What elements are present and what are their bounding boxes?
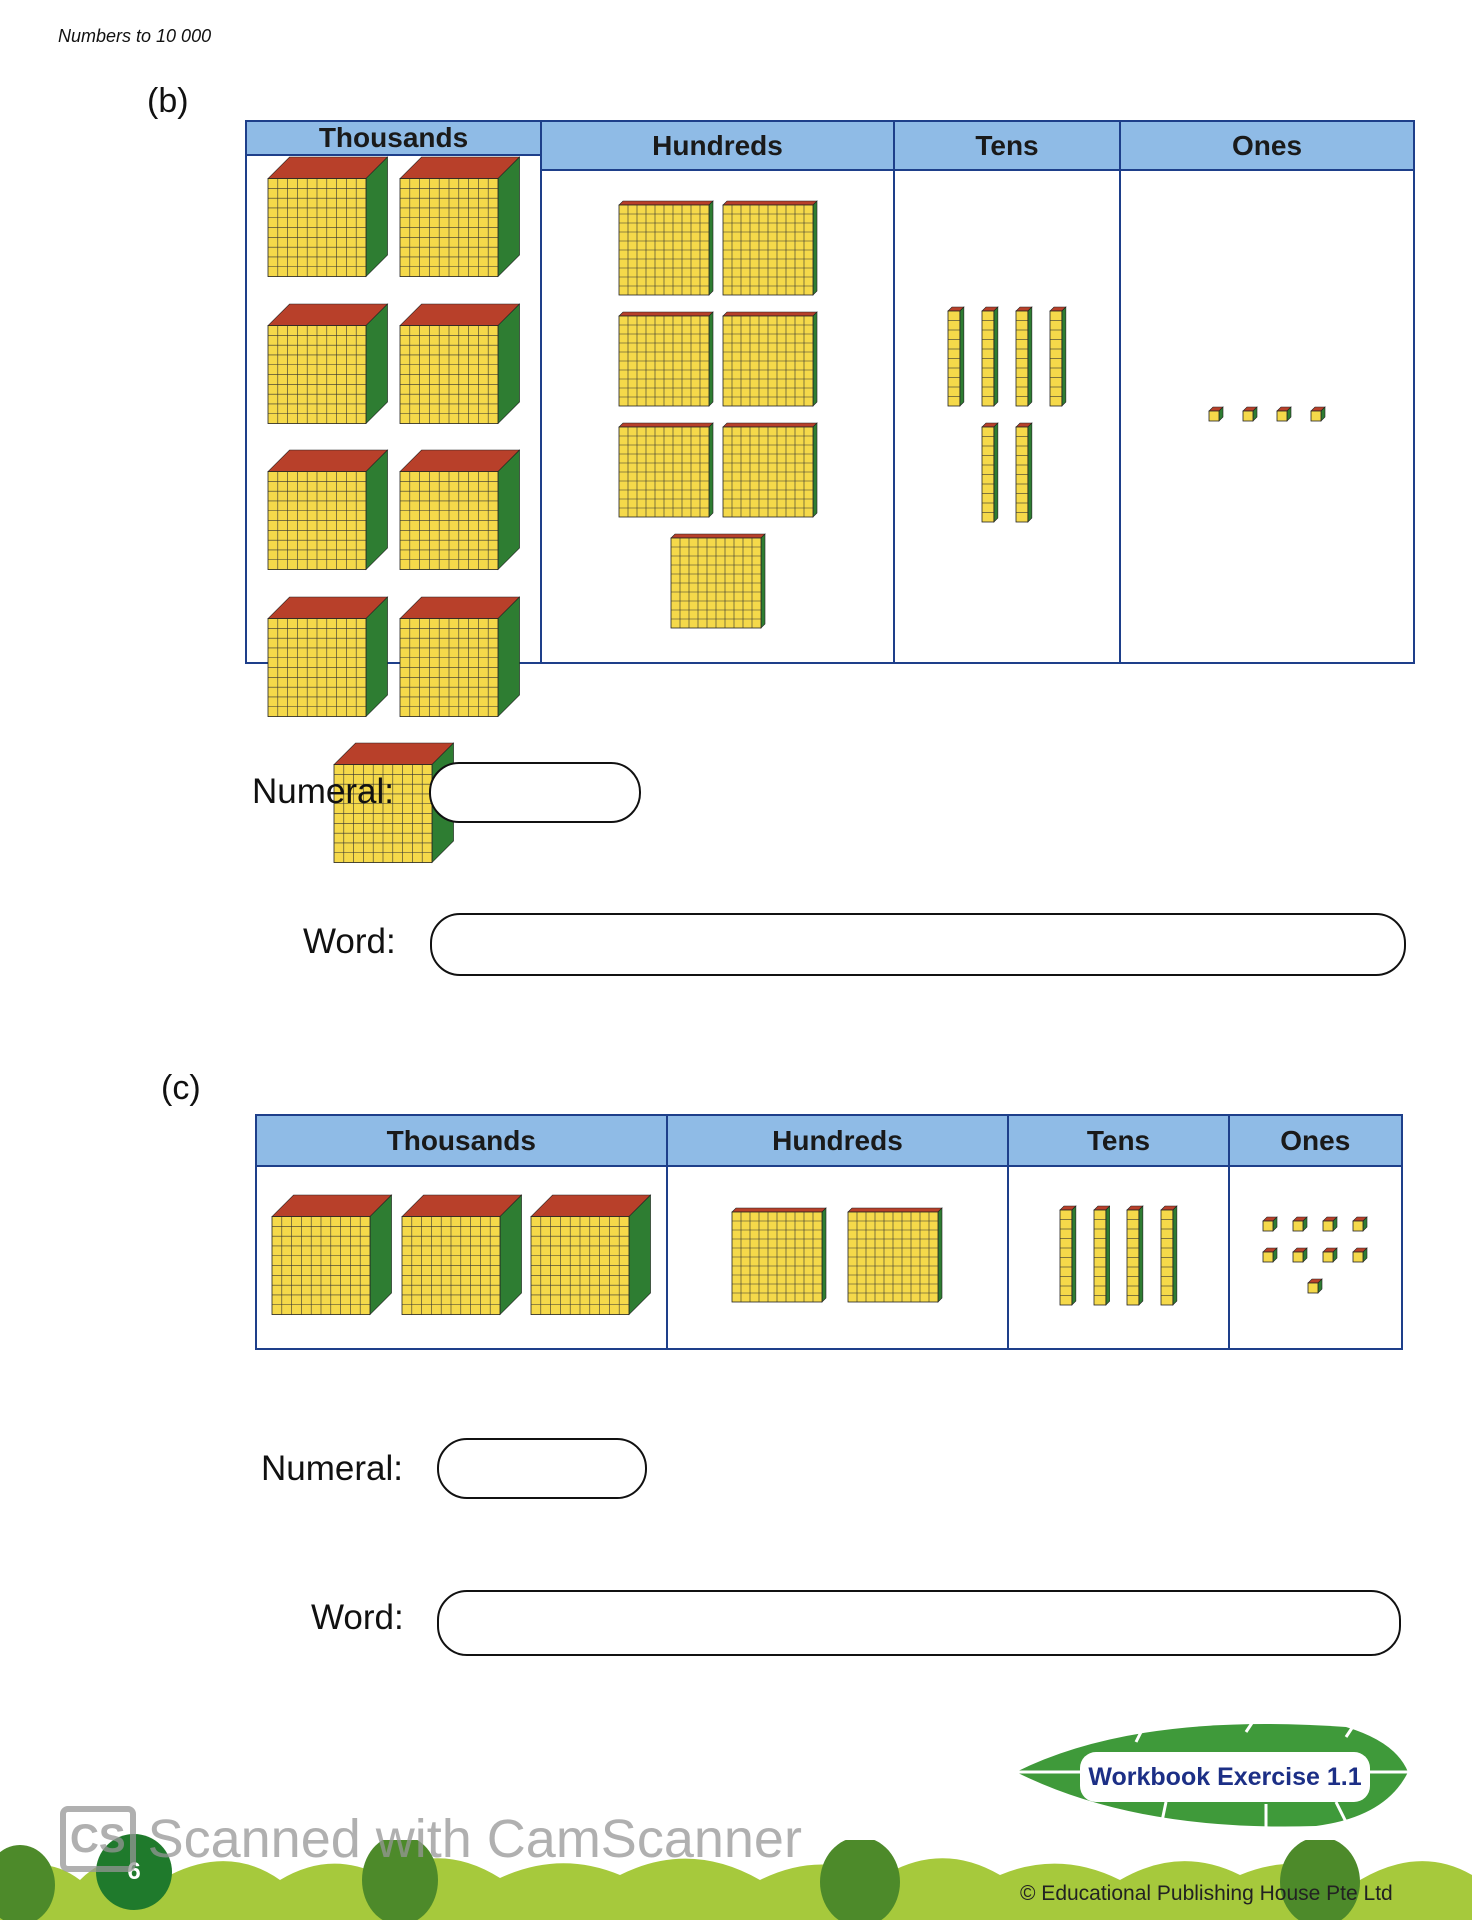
copyright: © Educational Publishing House Pte Ltd (1020, 1882, 1393, 1905)
numeral-input-b[interactable] (429, 762, 641, 823)
column-hundreds: Hundreds (667, 1116, 1010, 1348)
thousand-cube-icon (530, 1194, 652, 1321)
one-unit-icon (1242, 406, 1258, 427)
hundreds-blocks (542, 171, 893, 662)
one-unit-icon (1262, 1247, 1279, 1268)
word-input-b[interactable] (430, 913, 1406, 976)
column-header-ones: Ones (1229, 1116, 1401, 1167)
column-header-tens: Tens (895, 122, 1119, 171)
numeral-label-c: Numeral: (261, 1449, 403, 1488)
ones-blocks (1230, 1167, 1401, 1348)
exercise-c-label: (c) (161, 1069, 201, 1107)
chapter-title: Numbers to 10 000 (58, 26, 212, 46)
ten-rod-icon (981, 421, 999, 528)
thousand-cube-icon (267, 449, 389, 576)
thousand-cube-icon (398, 595, 521, 723)
hundred-flat-icon (617, 421, 714, 523)
ten-rod-icon (1160, 1204, 1178, 1311)
thousand-cube-icon (271, 1194, 393, 1321)
ten-rod-icon (1126, 1204, 1145, 1311)
one-unit-icon (1276, 406, 1292, 427)
column-header-thousands: Thousands (247, 122, 540, 156)
one-unit-icon (1292, 1247, 1309, 1268)
numeral-label-b: Numeral: (252, 772, 394, 811)
one-unit-icon (1208, 406, 1224, 427)
one-unit-icon (1292, 1216, 1309, 1237)
word-label-c: Word: (311, 1598, 404, 1637)
hundred-flat-icon (721, 421, 818, 523)
hundred-flat-icon (721, 199, 818, 301)
hundreds-blocks (668, 1167, 1008, 1348)
word-input-c[interactable] (437, 1590, 1401, 1656)
column-tens: Tens (895, 122, 1121, 662)
one-unit-icon (1352, 1216, 1369, 1237)
one-unit-icon (1352, 1247, 1369, 1268)
ten-rod-icon (981, 305, 999, 412)
hundred-flat-icon (731, 1207, 828, 1308)
hundred-flat-icon (669, 532, 766, 634)
ten-rod-icon (1059, 1204, 1077, 1311)
workbook-exercise-badge[interactable]: Workbook Exercise 1.1 (1080, 1752, 1370, 1802)
thousand-cube-icon (267, 595, 389, 723)
thousand-cube-icon (267, 156, 389, 283)
column-thousands: Thousands (257, 1116, 668, 1348)
ten-rod-icon (1015, 305, 1033, 412)
jungle-decoration (0, 1840, 1472, 1920)
place-value-table-c: Thousands Hundreds Tens Ones (255, 1114, 1403, 1350)
thousand-cube-icon (398, 302, 521, 430)
tens-blocks (1009, 1167, 1227, 1348)
thousand-cube-icon (398, 449, 521, 576)
column-tens: Tens (1009, 1116, 1230, 1348)
ones-blocks (1121, 171, 1413, 662)
camscanner-logo: CS (60, 1806, 136, 1872)
one-unit-icon (1307, 1278, 1324, 1299)
hundred-flat-icon (721, 310, 818, 412)
word-label-b: Word: (303, 922, 396, 961)
one-unit-icon (1322, 1247, 1339, 1268)
column-header-hundreds: Hundreds (667, 1116, 1008, 1167)
hundred-flat-icon (617, 199, 714, 301)
exercise-b-label: (b) (147, 82, 189, 120)
column-header-ones: Ones (1121, 122, 1413, 171)
numeral-input-c[interactable] (437, 1438, 647, 1499)
ten-rod-icon (1049, 305, 1067, 412)
thousand-cube-icon (398, 156, 521, 283)
tens-blocks (895, 171, 1119, 662)
column-hundreds: Hundreds (542, 122, 895, 662)
one-unit-icon (1310, 406, 1326, 427)
ten-rod-icon (947, 305, 965, 412)
column-ones: Ones (1121, 122, 1413, 662)
column-ones: Ones (1229, 1116, 1401, 1348)
hundred-flat-icon (617, 310, 714, 412)
one-unit-icon (1262, 1216, 1279, 1237)
one-unit-icon (1322, 1216, 1339, 1237)
ten-rod-icon (1092, 1204, 1111, 1311)
column-header-hundreds: Hundreds (542, 122, 893, 171)
place-value-table-b: Thousands Hundreds Tens One (245, 120, 1415, 864)
hundred-flat-icon (847, 1207, 944, 1308)
thousand-cube-icon (267, 302, 389, 430)
thousand-cube-icon (400, 1194, 523, 1321)
thousands-blocks (257, 1167, 666, 1348)
column-header-thousands: Thousands (257, 1116, 666, 1167)
ten-rod-icon (1015, 421, 1033, 528)
column-header-tens: Tens (1009, 1116, 1228, 1167)
column-thousands: Thousands (247, 122, 542, 864)
